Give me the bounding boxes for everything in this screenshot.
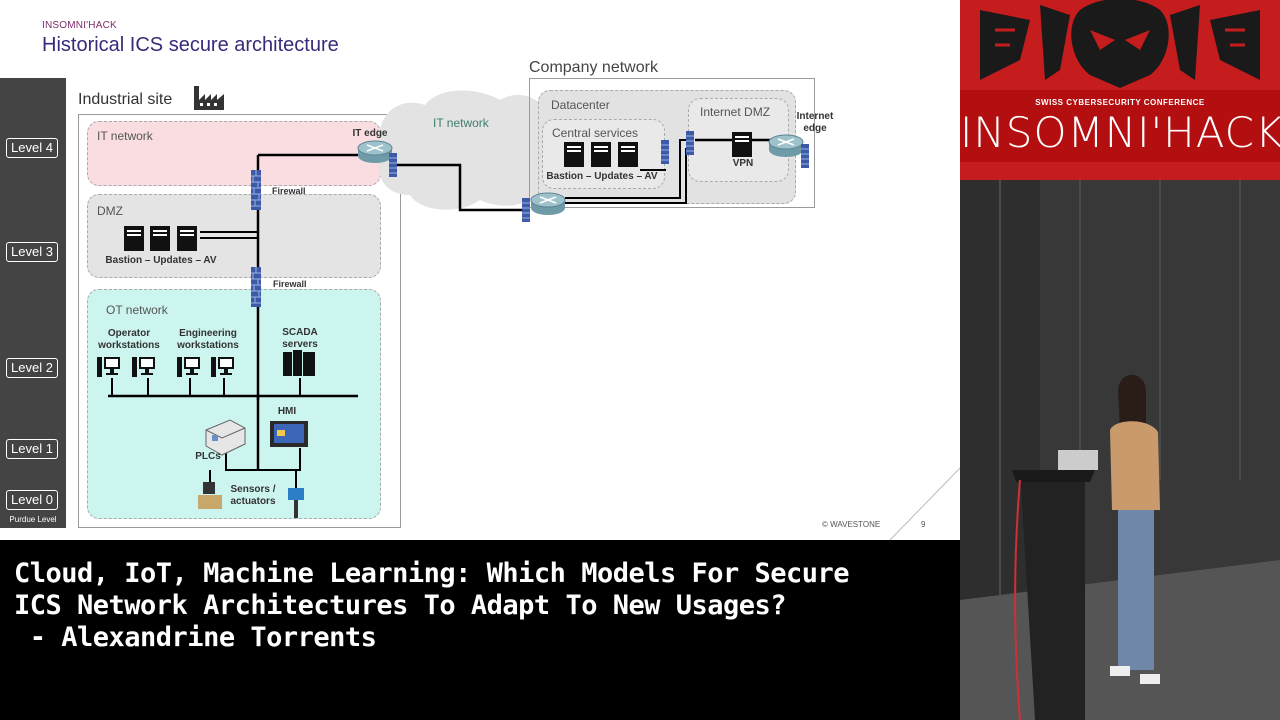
dmz-servers-label: Bastion – Updates – AV: [105, 255, 217, 266]
level-2-badge: Level 2: [6, 358, 58, 378]
stage-scene: [960, 180, 1280, 720]
sensors-actuators-label: Sensors / actuators: [230, 484, 276, 507]
it-network-label: IT network: [97, 129, 153, 143]
page-number: 9: [921, 520, 926, 529]
talk-caption-bar: Cloud, IoT, Machine Learning: Which Mode…: [0, 540, 960, 720]
internet-edge-label: Internet edge: [796, 111, 834, 134]
level-1-badge: Level 1: [6, 439, 58, 459]
central-servers-label: Bastion – Updates – AV: [546, 171, 658, 182]
cloud-label: IT network: [433, 116, 489, 130]
scada-servers-label: SCADA servers: [282, 327, 318, 350]
industrial-site-title: Industrial site: [78, 91, 173, 108]
engineering-workstations-label: Engineering workstations: [177, 328, 239, 351]
internet-dmz-label: Internet DMZ: [700, 105, 771, 119]
company-network-title: Company network: [529, 59, 658, 76]
conference-name: INSOMNI'HACK: [960, 108, 1280, 157]
operator-workstations-label: Operator workstations: [98, 328, 160, 351]
dmz-label: DMZ: [97, 204, 123, 218]
industrial-site-box: [78, 114, 401, 528]
footer-brand: © WAVESTONE: [822, 520, 881, 529]
datacenter-label: Datacenter: [551, 98, 610, 112]
caption-line-1: Cloud, IoT, Machine Learning: Which Mode…: [14, 558, 850, 589]
ot-network-label: OT network: [106, 303, 168, 317]
slide-brand: INSOMNI'HACK: [42, 20, 117, 31]
it-network-zone: [87, 121, 381, 186]
logo-band: [960, 90, 1280, 162]
vpn-label: VPN: [732, 158, 754, 169]
caption-line-2: ICS Network Architectures To Adapt To Ne…: [14, 590, 787, 621]
conference-subtitle: SWISS CYBERSECURITY CONFERENCE: [1035, 98, 1205, 107]
presentation-slide: INSOMNI'HACK Historical ICS secure archi…: [0, 0, 960, 540]
caption-line-3: - Alexandrine Torrents: [14, 622, 377, 653]
conference-logo: SWISS CYBERSECURITY CONFERENCE INSOMNI'H…: [960, 0, 1280, 180]
firewall-bottom-label: Firewall: [273, 279, 307, 289]
purdue-level-column: Level 4 Level 3 Level 2 Level 1 Level 0 …: [0, 78, 66, 528]
tribal-mask-pattern: [960, 0, 1280, 90]
purdue-caption: Purdue Level: [9, 515, 57, 524]
level-3-badge: Level 3: [6, 242, 58, 262]
it-edge-label: IT edge: [352, 128, 388, 139]
hmi-label: HMI: [277, 406, 297, 417]
firewall-top-label: Firewall: [272, 186, 306, 196]
plcs-label: PLCs: [195, 451, 221, 462]
level-0-badge: Level 0: [6, 490, 58, 510]
level-4-badge: Level 4: [6, 138, 58, 158]
slide-title: Historical ICS secure architecture: [42, 34, 339, 56]
speaker-video: [960, 180, 1280, 720]
company-network-box: [529, 78, 815, 208]
central-services-label: Central services: [552, 126, 639, 140]
